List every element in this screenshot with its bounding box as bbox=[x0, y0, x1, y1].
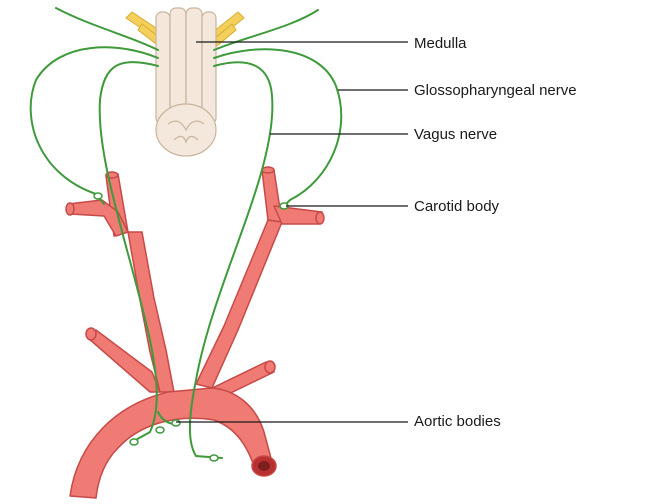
left-glossopharyngeal-nerve bbox=[31, 47, 158, 204]
aortic-body-3 bbox=[130, 439, 138, 445]
medulla-label: Medulla bbox=[414, 35, 467, 52]
aortic-bodies-label: Aortic bodies bbox=[414, 413, 501, 430]
aortic-body-1 bbox=[172, 420, 180, 426]
right-internal-carotid-end bbox=[262, 167, 274, 173]
medulla-column-1 bbox=[156, 12, 170, 124]
aortic-body-2 bbox=[156, 427, 164, 433]
aorta-lumen-inner bbox=[258, 461, 270, 471]
right-subclavian-end bbox=[265, 361, 275, 373]
left-external-carotid-end bbox=[66, 203, 74, 215]
glossopharyngeal-nerve-label: Glossopharyngeal nerve bbox=[414, 82, 577, 99]
medulla bbox=[156, 8, 216, 156]
carotid-body-label: Carotid body bbox=[414, 198, 499, 215]
left-carotid-body bbox=[94, 193, 102, 199]
vagus-nerve-label: Vagus nerve bbox=[414, 126, 497, 143]
aortic-body-4 bbox=[210, 455, 218, 461]
right-glossopharyngeal-nerve bbox=[214, 49, 341, 208]
right-external-carotid-end bbox=[316, 212, 324, 224]
aortic-arch bbox=[70, 388, 272, 498]
left-subclavian-end bbox=[86, 328, 96, 340]
arterial-tree bbox=[68, 170, 322, 498]
medulla-column-4 bbox=[202, 12, 216, 124]
